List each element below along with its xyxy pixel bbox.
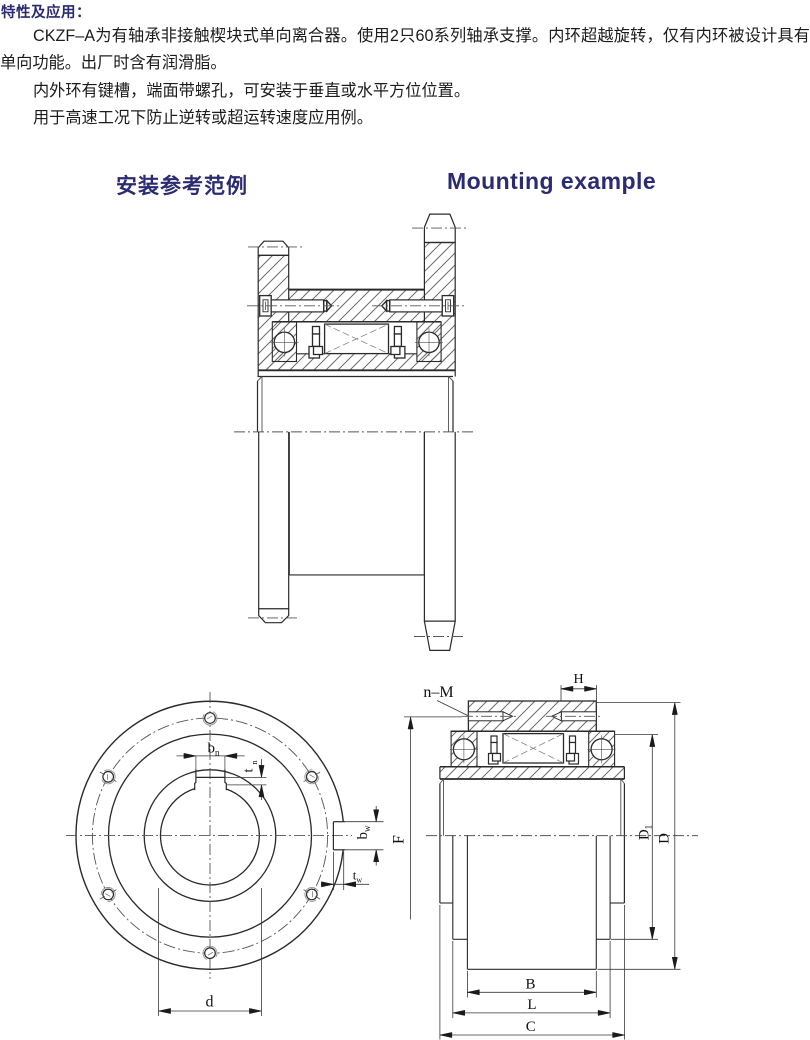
- svg-text:B: B: [525, 977, 535, 993]
- svg-text:H: H: [573, 672, 583, 687]
- svg-text:d: d: [206, 994, 214, 1011]
- svg-text:L: L: [527, 997, 536, 1013]
- svg-text:C: C: [526, 1019, 536, 1035]
- svg-text:n–M: n–M: [423, 684, 453, 701]
- svg-text:tw: tw: [353, 868, 363, 885]
- svg-text:n: n: [249, 760, 259, 765]
- svg-text:bw: bw: [355, 825, 372, 840]
- svg-text:D: D: [657, 833, 673, 844]
- svg-text:t: t: [242, 768, 257, 772]
- svg-text:F: F: [391, 835, 408, 844]
- svg-text:bn: bn: [208, 741, 221, 758]
- svg-text:D1: D1: [637, 825, 654, 840]
